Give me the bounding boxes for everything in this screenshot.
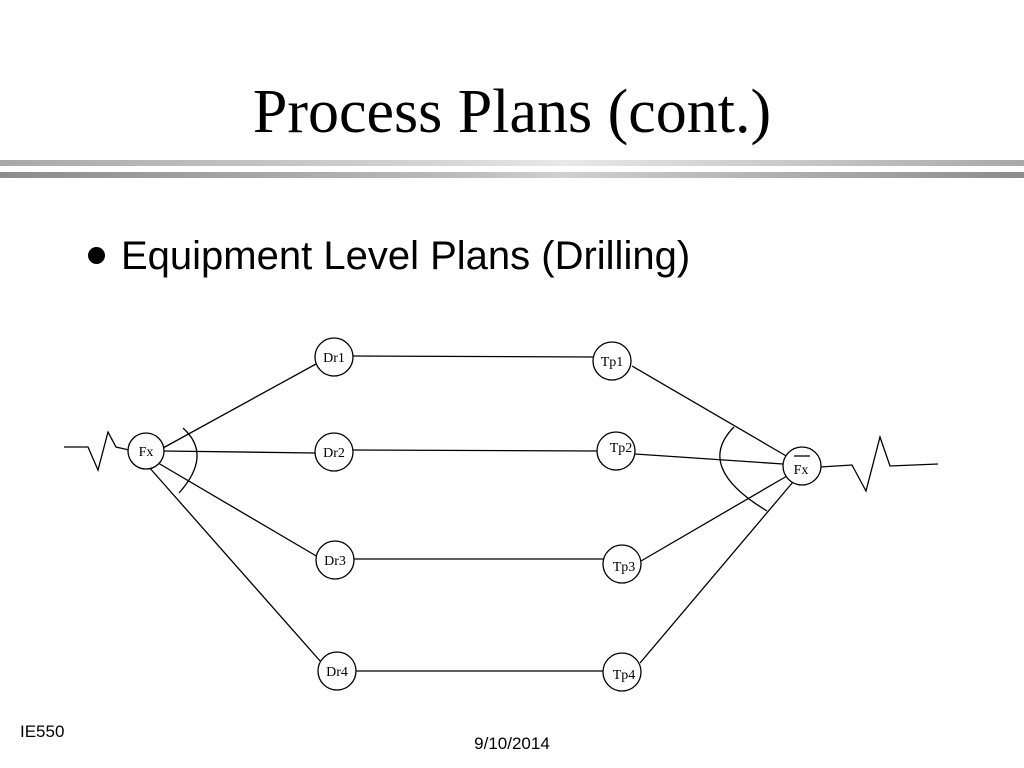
edge-tp1-fx — [631, 365, 789, 458]
title-rule-lower — [0, 172, 1024, 178]
node-tp1: Tp1 — [592, 341, 632, 381]
edge-fx-dr4 — [147, 465, 322, 663]
edge-fx-dr3 — [152, 459, 319, 558]
node-tp3-label: Tp3 — [613, 560, 636, 575]
node-fx-left: Fx — [127, 432, 165, 470]
node-tp2-label: Tp2 — [610, 441, 633, 456]
node-dr1: Dr1 — [314, 337, 354, 377]
edge-dr1-tp1 — [352, 355, 594, 358]
edge-tp3-fx — [640, 475, 788, 562]
edge-dr2-tp2 — [350, 449, 598, 452]
node-tp3: Tp3 — [602, 544, 642, 584]
edge-fx-dr2 — [162, 450, 317, 454]
node-tp1-label: Tp1 — [601, 355, 624, 370]
node-fx-left-label: Fx — [139, 445, 154, 460]
node-dr1-label: Dr1 — [323, 351, 345, 366]
node-tp2: Tp2 — [596, 431, 636, 471]
node-tp4: Tp4 — [602, 652, 642, 692]
right-or-arc — [719, 426, 768, 512]
node-dr4: Dr4 — [317, 651, 357, 691]
left-input-zigzag — [64, 430, 130, 472]
title-rule-upper — [0, 160, 1024, 166]
edge-tp2-fx — [634, 453, 784, 465]
node-dr2: Dr2 — [314, 432, 354, 472]
node-dr2-label: Dr2 — [323, 446, 345, 461]
slide-title: Process Plans (cont.) — [252, 78, 772, 146]
node-dr4-label: Dr4 — [326, 665, 348, 680]
left-or-arc — [178, 427, 198, 494]
bullet-dot-icon — [88, 246, 105, 264]
node-dr3: Dr3 — [315, 540, 355, 580]
bullet-item: Equipment Level Plans (Drilling) — [88, 228, 690, 284]
right-output-zigzag — [819, 434, 939, 493]
footer-course-code: IE550 — [20, 722, 65, 741]
node-dr3-label: Dr3 — [324, 554, 346, 569]
node-fx-right-label: Fx — [794, 463, 809, 478]
edge-fx-dr1 — [162, 363, 317, 449]
footer-date: 9/10/2014 — [474, 734, 550, 753]
edge-tp4-fx — [639, 481, 794, 664]
bullet-text: Equipment Level Plans (Drilling) — [121, 234, 691, 278]
node-tp4-label: Tp4 — [613, 668, 636, 683]
node-fx-right: Fx — [782, 446, 822, 486]
